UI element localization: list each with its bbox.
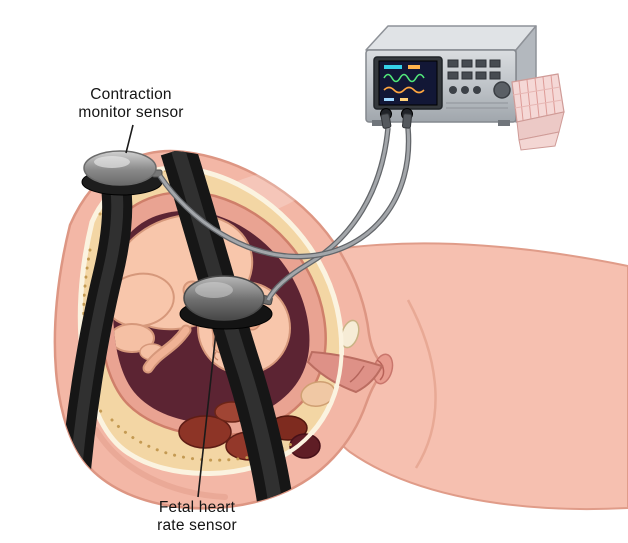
control-knob xyxy=(493,81,511,99)
vulva-fold xyxy=(376,359,385,381)
panel-button xyxy=(447,59,459,68)
panel-button-round xyxy=(473,86,481,94)
canal-fold xyxy=(349,365,365,383)
buttock-shading xyxy=(93,427,228,500)
panel-button xyxy=(475,71,487,80)
contraction-sensor-cable xyxy=(158,127,411,259)
cable-ports xyxy=(380,108,413,129)
fetal-monitor-device xyxy=(365,25,565,151)
paper-grid-line xyxy=(534,77,540,118)
contraction-sensor-label: Contraction monitor sensor xyxy=(41,86,221,122)
contraction-sensor-label-line2: monitor sensor xyxy=(78,104,184,121)
cable-plug xyxy=(380,113,392,129)
umbilical-cord-core xyxy=(144,326,190,372)
panel-button-round xyxy=(449,86,457,94)
monitor-top-face xyxy=(365,25,537,51)
screen-value-bar xyxy=(408,65,420,69)
fetal-heart-rate-sensor xyxy=(179,275,273,330)
paper-grid-line xyxy=(542,76,548,117)
panel-button-round xyxy=(461,86,469,94)
paper-grid-line xyxy=(526,79,532,120)
panel-button xyxy=(489,59,501,68)
fetal-heart-rate-sensor-label: Fetal heart rate sensor xyxy=(107,499,287,535)
screen-value-bar xyxy=(384,65,402,69)
fetal-sensor-dome xyxy=(183,275,265,321)
contraction-sensor-label-line1: Contraction xyxy=(90,86,172,103)
monitor-foot xyxy=(498,120,510,126)
contraction-trace xyxy=(383,86,425,94)
paper-grid-line xyxy=(514,99,563,109)
contraction-sensor-highlight xyxy=(94,156,130,168)
panel-button xyxy=(489,71,501,80)
contraction-monitor-sensor xyxy=(81,150,163,196)
screen-text-bar xyxy=(384,98,394,101)
fetus-mouth xyxy=(213,351,219,361)
screen-text-bar xyxy=(400,98,408,101)
panel-button xyxy=(461,59,473,68)
cable-plug xyxy=(401,113,413,129)
label-pointer-lines xyxy=(125,124,217,498)
fetal-belt-sheen xyxy=(171,151,283,509)
panel-button xyxy=(475,59,487,68)
panel-button xyxy=(447,71,459,80)
contraction-label-pointer xyxy=(125,124,134,154)
birth-canal xyxy=(306,350,384,394)
chart-paper xyxy=(511,73,565,151)
paper-grid-line xyxy=(512,86,561,96)
speckle-band-bottom xyxy=(110,418,298,462)
heart-rate-trace xyxy=(383,73,425,83)
fetal-label-pointer xyxy=(197,331,217,498)
sensor-cables xyxy=(157,127,412,302)
panel-button xyxy=(461,71,473,80)
paper-grid-line xyxy=(550,74,556,115)
thigh-crease xyxy=(406,299,437,469)
fetal-sensor-highlight xyxy=(195,282,233,298)
fetal-sensor-label-line2: rate sensor xyxy=(157,517,237,534)
contraction-sensor-dome xyxy=(83,150,157,186)
paper-grid-line xyxy=(518,80,524,121)
chart-paper-fold xyxy=(518,131,560,151)
screen-readout xyxy=(383,65,425,101)
control-panel xyxy=(446,59,511,109)
fetus-calf xyxy=(113,323,155,353)
monitor-foot xyxy=(372,120,384,126)
fetal-sensor-label-line1: Fetal heart xyxy=(158,499,236,516)
